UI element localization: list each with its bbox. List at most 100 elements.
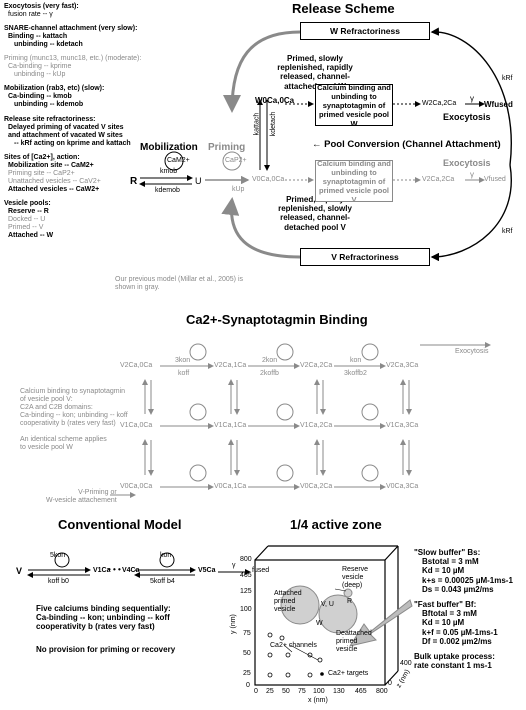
conv-v1: V1Ca xyxy=(93,567,111,574)
x-tick: 465 xyxy=(355,688,367,695)
x-tick: 75 xyxy=(298,688,306,695)
krf-bottom-label: kRf xyxy=(502,228,513,235)
conventional-title: Conventional Model xyxy=(58,517,182,532)
legend-pools: Vesicle pools: xyxy=(4,199,51,207)
fast-buffer-line: Df = 0.002 µm2/ms xyxy=(422,636,492,646)
y-tick: 125 xyxy=(240,588,252,595)
legend-refract-1: Delayed priming of vacated V sites xyxy=(8,123,124,131)
syt-state: V0Ca,3Ca xyxy=(386,483,419,490)
legend-prime-unbind: unbinding -- kUp xyxy=(14,71,66,79)
zone-targets-label: Ca2+ targets xyxy=(328,670,369,677)
legend: Exocytosis (very fast): fusion rate -- γ… xyxy=(4,3,164,240)
mobilization-label: Mobilization xyxy=(140,142,198,153)
conv-v4: V4Ca xyxy=(122,567,140,574)
w-refract-loop-left xyxy=(223,30,301,113)
zone-attached-label: Attached primed vesicle xyxy=(274,590,302,614)
legend-site-mob: Mobilization site -- CaM2+ xyxy=(8,161,94,169)
zone-z-tick-0: 0 xyxy=(388,680,392,687)
legend-sites: Sites of [Ca2+], action: xyxy=(4,153,80,161)
kdetach-label: kdetach xyxy=(270,111,278,137)
y-tick: 0 xyxy=(246,682,250,689)
zone-title: 1/4 active zone xyxy=(290,517,382,532)
zone-z-tick-400: 400 xyxy=(400,660,412,667)
legend-pool-u: Docked -- U xyxy=(8,216,46,224)
zone-vu-label: V, U xyxy=(321,601,334,608)
zone-xlabel: x (nm) xyxy=(308,697,328,704)
syt-exocytosis: Exocytosis xyxy=(455,348,489,355)
syt-state: V2Ca,3Ca xyxy=(386,362,419,369)
syt-state: V2Ca,2Ca xyxy=(300,362,333,369)
conv-bot-2: 5koff b4 xyxy=(150,578,175,585)
syt-state: V2Ca,0Ca xyxy=(120,362,153,369)
gamma-v: γ xyxy=(470,170,474,179)
syt-rate-fwd: kon xyxy=(350,357,362,364)
ca-channels xyxy=(267,632,323,678)
y-tick: 100 xyxy=(240,606,252,613)
buffer-arrow xyxy=(348,599,413,647)
fast-buffer-title: "Fast buffer" Bf: xyxy=(414,599,477,609)
syt-arrows xyxy=(110,342,491,498)
x-tick: 130 xyxy=(333,688,345,695)
x-tick: 800 xyxy=(376,688,388,695)
legend-site-prime: Priming site -- CaP2+ xyxy=(8,169,75,177)
syt-state: V1Ca,3Ca xyxy=(386,422,419,429)
cap-circle xyxy=(222,151,242,171)
ca-bind-v-box: Calcium binding and unbinding to synapto… xyxy=(315,159,393,204)
legend-mob-unbind: unbinding -- kdemob xyxy=(14,101,84,109)
fast-buffer-line: Kd = 10 µM xyxy=(422,618,465,628)
pool-u: U xyxy=(195,176,202,186)
pool-w2: W2Ca,2Ca xyxy=(422,100,457,107)
pool-v2: V2Ca,2Ca xyxy=(422,176,455,183)
legend-pool-w: Attached -- W xyxy=(8,232,54,240)
syt-state: V1Ca,2Ca xyxy=(300,422,333,429)
legend-refract: Release site refractoriness: xyxy=(4,115,96,123)
syt-state: V0Ca,2Ca xyxy=(300,483,333,490)
conv-top-1: 5kon xyxy=(50,552,66,559)
slow-buffer-line: Bstotal = 3 mM xyxy=(422,557,479,567)
conv-dots: • • • xyxy=(108,565,121,574)
v-refract-loop-left xyxy=(221,197,301,259)
zone-ylabel: y (nm) xyxy=(229,614,237,634)
y-tick: 50 xyxy=(243,650,251,657)
fast-buffer-line: k+f = 0.05 µM-1ms-1 xyxy=(422,627,498,637)
legend-pool-r: Reserve -- R xyxy=(8,207,49,215)
kmob-label: kmob xyxy=(160,168,178,175)
v-refract-box: V Refractoriness xyxy=(300,248,430,266)
pool-r: R xyxy=(130,176,138,187)
syt-rate-back: 3koffb2 xyxy=(344,370,367,377)
pool-w0: W0Ca,0Ca xyxy=(255,96,295,105)
legend-site-unatt: Unattached vesicles -- CaV2+ xyxy=(8,177,101,185)
kup-label: kUp xyxy=(232,186,245,193)
conv-top-2: kon xyxy=(160,552,172,559)
reserve-vesicle xyxy=(343,588,353,598)
conv-bot-1: koff b0 xyxy=(48,578,69,585)
zone-channels-label: Ca2+ channels xyxy=(270,642,317,649)
cam-circle xyxy=(164,151,184,171)
legend-refract-3: -- kRf acting on kprime and kattach xyxy=(14,139,131,147)
krf-top-label: kRf xyxy=(502,75,513,82)
syt-state: V0Ca,1Ca xyxy=(214,483,247,490)
gamma-w: γ xyxy=(470,94,474,103)
syt-state: V1Ca,1Ca xyxy=(214,422,247,429)
legend-mobilization: Mobilization (rab3, etc) (slow): xyxy=(4,85,105,93)
legend-snare: SNARE-channel attachment (very slow): xyxy=(4,25,138,33)
conv-circle-2 xyxy=(159,552,175,568)
x-tick: 25 xyxy=(266,688,274,695)
conv-v: V xyxy=(16,566,23,576)
cap-label: CaP2+ xyxy=(225,157,247,164)
legend-pool-v: Primed -- V xyxy=(8,224,44,232)
slow-buffer-line: Ds = 0.043 µm2/ms xyxy=(422,584,494,594)
conv-no-provision: No provision for priming or recovery xyxy=(36,645,176,654)
priming-label: Priming xyxy=(208,142,246,153)
exocytosis-v-label: Exocytosis xyxy=(443,158,491,168)
syt-note: Calcium binding to synaptotagmin of vesi… xyxy=(20,388,128,452)
release-title: Release Scheme xyxy=(292,1,395,16)
legend-mob-bind: Ca-binding -- kmob xyxy=(8,93,72,101)
legend-prime-bind: Ca-binding -- kprime xyxy=(8,63,72,71)
zone-reserve-label: Reserve vesicle (deep) xyxy=(342,566,369,590)
y-tick: 75 xyxy=(243,630,251,637)
kdemob-label: kdemob xyxy=(155,187,180,194)
y-tick: 800 xyxy=(240,556,252,563)
bulk-uptake: Bulk uptake process: rate constant 1 ms-… xyxy=(414,651,495,671)
